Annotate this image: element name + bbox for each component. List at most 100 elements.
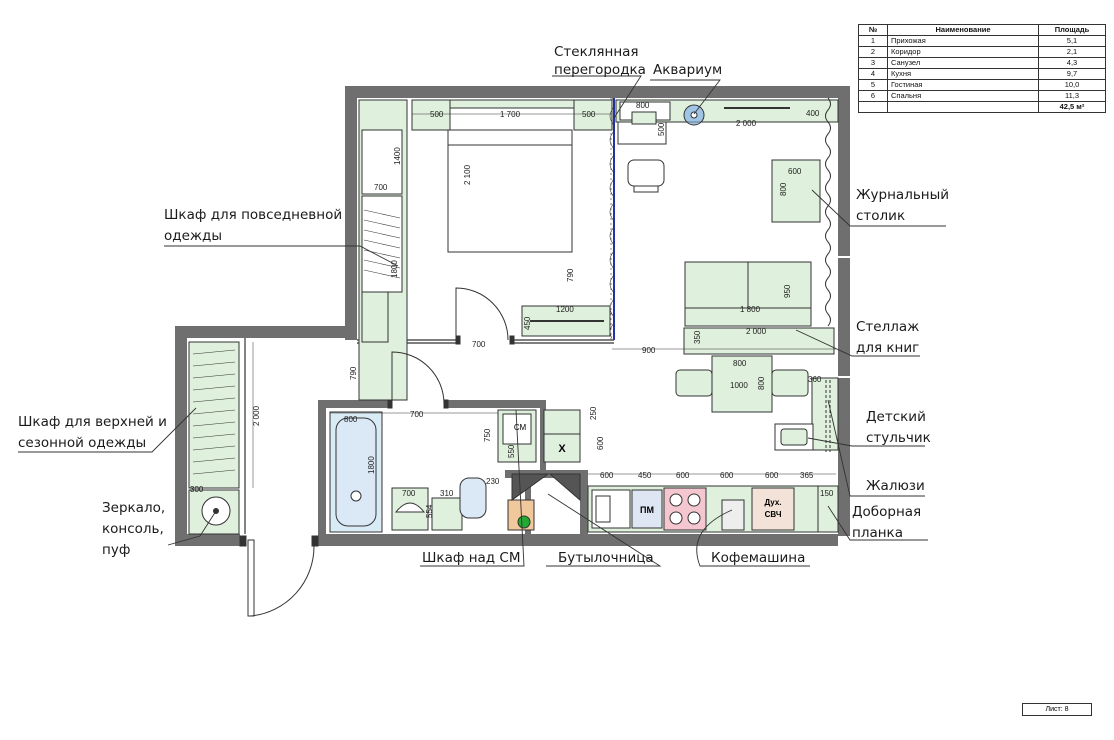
label-mirror-1: Зеркало, — [102, 500, 165, 516]
kitchen-furniture — [511, 409, 839, 533]
row-area: 10,0 — [1038, 79, 1106, 91]
dim-1800-c: 1800 — [367, 456, 376, 474]
row-name: Коридор — [887, 46, 1039, 58]
dim-1800-a: 1800 — [390, 260, 399, 278]
callouts: Стеклянная перегородка Аквариум Шкаф для… — [18, 44, 949, 566]
row-area: 9,7 — [1038, 68, 1106, 80]
dim-600-b: 600 — [596, 436, 605, 450]
table-row: 3 Санузел 4,3 — [858, 57, 1106, 69]
dim-360: 360 — [808, 375, 822, 384]
dim-500-b: 500 — [582, 110, 596, 119]
label-cabinet-wm: Шкаф над СМ — [422, 550, 521, 566]
dim-450-a: 450 — [523, 316, 532, 330]
label-coffee-table-1: Журнальный — [856, 187, 949, 203]
dim-1000: 1000 — [730, 381, 748, 390]
dim-1700: 1 700 — [500, 110, 521, 119]
label-x-mark: X — [558, 443, 566, 455]
label-bottle-rack: Бутылочница — [558, 550, 654, 566]
glass-partition — [610, 98, 615, 340]
label-coffee-table-2: столик — [856, 208, 905, 224]
label-oven-1: Дух. — [764, 498, 781, 507]
dim-350-a: 350 — [693, 330, 702, 344]
label-outer-wardrobe-2: сезонной одежды — [18, 435, 146, 451]
dim-150: 150 — [820, 489, 834, 498]
dim-700-a: 700 — [374, 183, 388, 192]
row-number: 5 — [858, 79, 888, 91]
dim-790-b: 790 — [566, 268, 575, 282]
dim-250: 250 — [589, 406, 598, 420]
dim-700-b: 700 — [472, 340, 486, 349]
dim-230: 230 — [486, 477, 500, 486]
label-bookshelf-2: для книг — [856, 340, 919, 356]
dim-800-d: 800 — [757, 376, 766, 390]
dim-500-c: 500 — [657, 122, 666, 136]
dim-800-b: 800 — [779, 182, 788, 196]
row-name: Санузел — [887, 57, 1039, 69]
label-extra-plank-2: планка — [852, 525, 903, 541]
dim-1200: 1200 — [556, 305, 574, 314]
dim-750: 750 — [483, 428, 492, 442]
label-coffee-machine: Кофемашина — [711, 550, 805, 566]
row-number: 6 — [858, 90, 888, 102]
dim-600-a: 600 — [788, 167, 802, 176]
row-area: 11,3 — [1038, 90, 1106, 102]
dim-300: 300 — [190, 485, 204, 494]
dim-950: 950 — [783, 284, 792, 298]
label-daily-wardrobe-1: Шкаф для повседневной — [164, 207, 342, 223]
dim-900: 900 — [642, 346, 656, 355]
daily-wardrobe-hatch — [363, 209, 401, 279]
bedroom-furniture — [358, 99, 613, 401]
label-outer-wardrobe-1: Шкаф для верхней и — [18, 414, 167, 430]
sheet-label: Лист: 8 — [1022, 703, 1092, 716]
dimension-lines — [252, 113, 836, 488]
table-row: 1 Прихожая 5,1 — [858, 35, 1106, 47]
dim-700-c: 700 — [410, 410, 424, 419]
dim-1800-b: 1 800 — [740, 305, 761, 314]
dim-500-a: 500 — [430, 110, 444, 119]
outer-wardrobe-hatch — [192, 349, 236, 475]
dim-600-f: 600 — [765, 471, 779, 480]
dimensions: 500 1 700 500 800 500 2 000 400 1400 700… — [190, 101, 834, 518]
label-child-chair-1: Детский — [866, 409, 926, 425]
dim-1400: 1400 — [393, 147, 402, 165]
bathroom-door — [387, 351, 449, 409]
dim-800-a: 800 — [636, 101, 650, 110]
label-daily-wardrobe-2: одежды — [164, 228, 222, 244]
label-bookshelf-1: Стеллаж — [856, 319, 919, 335]
dim-400: 400 — [806, 109, 820, 118]
dim-700-d: 700 — [402, 489, 416, 498]
row-area: 2,1 — [1038, 46, 1106, 58]
row-area: 4,3 — [1038, 57, 1106, 69]
living-curtains — [609, 97, 831, 452]
dim-800-c: 800 — [733, 359, 747, 368]
dim-2000-b: 2 000 — [746, 327, 767, 336]
appliance-labels: ПМ Дух. СВЧ СМ X — [514, 423, 782, 519]
dim-550: 550 — [507, 444, 516, 458]
label-wm: СМ — [514, 423, 527, 432]
label-mirror-2: консоль, — [102, 521, 164, 537]
dim-2000-c: 2 000 — [252, 405, 261, 426]
dim-600-c: 600 — [600, 471, 614, 480]
dim-800-e: 800 — [344, 415, 358, 424]
label-glass-partition-1: Стеклянная — [554, 44, 639, 60]
dim-2000-a: 2 000 — [736, 119, 757, 128]
dim-310: 310 — [440, 489, 454, 498]
dim-2100: 2 100 — [463, 164, 472, 185]
row-number: 4 — [858, 68, 888, 80]
bathroom-fixtures — [329, 409, 537, 533]
dim-790-a: 790 — [349, 366, 358, 380]
table-row: 5 Гостиная 10,0 — [858, 79, 1106, 91]
dim-365: 365 — [800, 471, 814, 480]
label-mirror-3: пуф — [102, 542, 130, 558]
label-aquarium: Аквариум — [653, 62, 722, 78]
label-extra-plank-1: Доборная — [852, 504, 921, 520]
living-furniture — [615, 99, 839, 451]
table-row: 6 Спальня 11,3 — [858, 90, 1106, 102]
header-number: № — [858, 24, 888, 36]
label-dishwasher: ПМ — [640, 505, 654, 515]
row-name: Прихожая — [887, 35, 1039, 47]
header-name: Наименование — [887, 24, 1039, 36]
dim-450-b: 450 — [638, 471, 652, 480]
row-name: Спальня — [887, 90, 1039, 102]
area-table-header: № Наименование Площадь — [858, 24, 1106, 36]
